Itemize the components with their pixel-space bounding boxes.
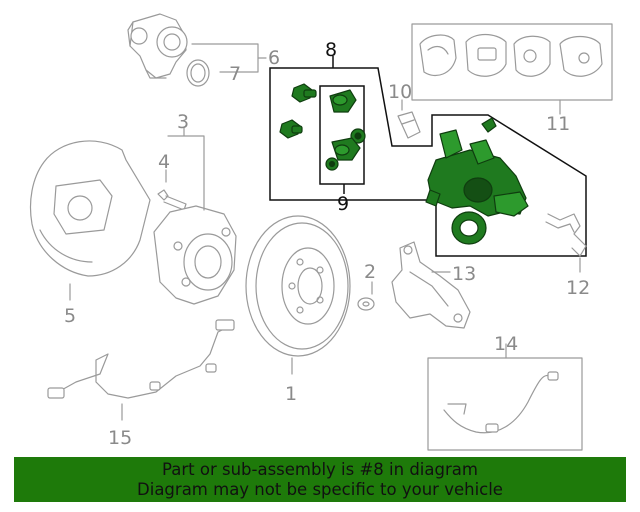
part-9-guide-pin-lower[interactable] xyxy=(331,137,361,161)
label-9: 9 xyxy=(337,193,349,215)
part-10-slide-pin[interactable] xyxy=(397,111,421,139)
label-4: 4 xyxy=(158,151,170,173)
notice-banner: Part or sub-assembly is #8 in diagram Di… xyxy=(14,457,626,502)
part-8-piston-seal[interactable] xyxy=(451,211,487,245)
part-7-o-ring[interactable] xyxy=(186,59,210,87)
label-7: 7 xyxy=(229,63,241,85)
part-13-caliper-bracket[interactable] xyxy=(391,241,471,329)
part-9-boot-lower[interactable] xyxy=(325,157,339,171)
label-14: 14 xyxy=(494,333,518,355)
part-8-guide-bolt-lower[interactable] xyxy=(279,119,303,139)
part-6-bearing-unit[interactable] xyxy=(127,13,188,79)
part-9-boot-upper[interactable] xyxy=(350,128,366,144)
part-8-caliper-body[interactable] xyxy=(425,117,529,217)
part-3-hub-assembly[interactable] xyxy=(153,205,237,305)
part-12-spring-clip[interactable] xyxy=(545,213,587,257)
part-8-guide-bolt-upper[interactable] xyxy=(291,83,317,103)
banner-line-2: Diagram may not be specific to your vehi… xyxy=(137,480,503,499)
banner-line-1: Part or sub-assembly is #8 in diagram xyxy=(162,460,478,479)
part-1-brake-rotor[interactable] xyxy=(245,215,351,357)
label-2: 2 xyxy=(364,261,376,283)
label-8: 8 xyxy=(325,39,337,61)
leader-3 xyxy=(167,127,205,211)
part-2-rotor-screw[interactable] xyxy=(357,297,375,311)
label-6: 6 xyxy=(268,47,280,69)
part-5-dust-shield[interactable] xyxy=(29,140,151,277)
leader-6-7 xyxy=(191,43,267,73)
part-11-brake-pads[interactable] xyxy=(411,23,613,101)
exploded-parts-diagram: 6 7 11 8 9 xyxy=(29,13,613,451)
label-11: 11 xyxy=(546,113,570,135)
label-1: 1 xyxy=(285,383,297,405)
part-14-brake-hose[interactable] xyxy=(427,357,583,451)
label-3: 3 xyxy=(177,111,189,133)
label-15: 15 xyxy=(108,427,132,449)
part-15-abs-sensor-wire[interactable] xyxy=(47,319,235,399)
label-13: 13 xyxy=(452,263,476,285)
label-12: 12 xyxy=(566,277,590,299)
part-4-hub-bolt[interactable] xyxy=(157,189,187,211)
part-9-guide-pin-upper[interactable] xyxy=(329,89,357,113)
assembly-8-box xyxy=(269,67,587,257)
label-5: 5 xyxy=(64,305,76,327)
label-10: 10 xyxy=(388,81,412,103)
